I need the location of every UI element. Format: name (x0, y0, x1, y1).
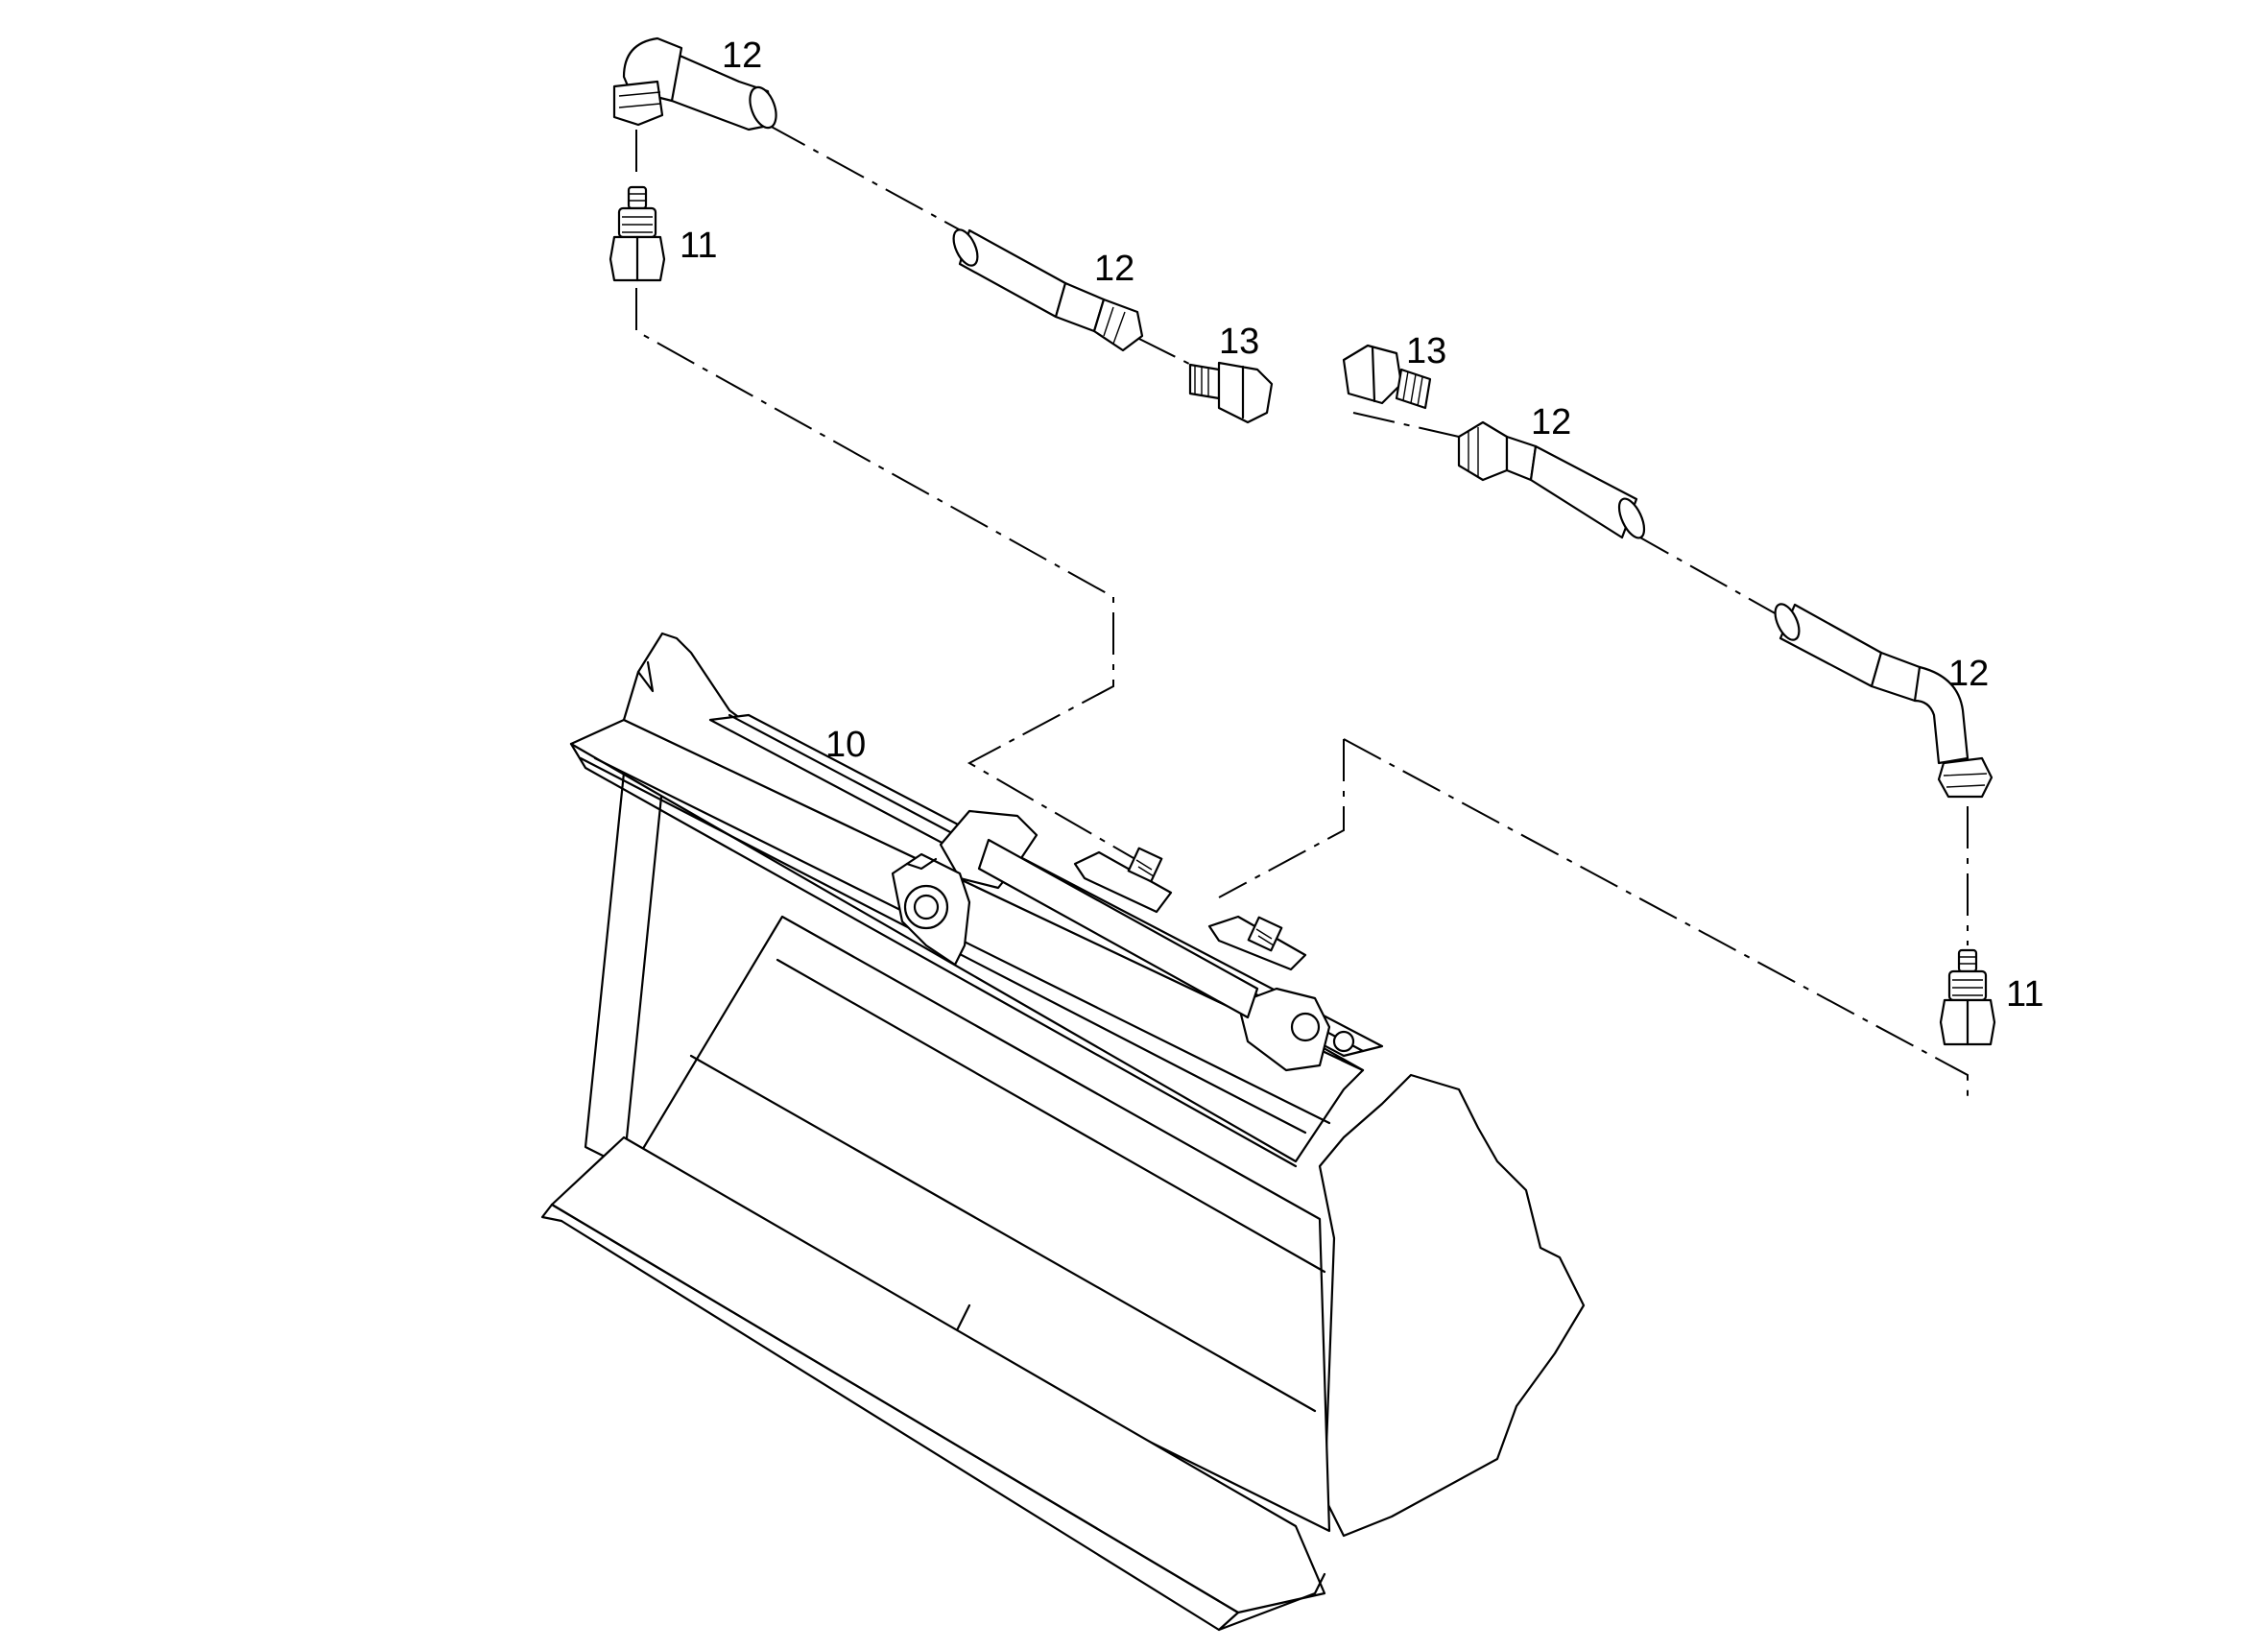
callout-11-right: 11 (2006, 974, 2043, 1015)
callout-12-right: 12 (1948, 654, 1989, 694)
callout-13-left: 13 (1219, 322, 1259, 362)
hose-mid-right: 12 (1457, 402, 1646, 539)
callout-12-mid-left: 12 (1094, 249, 1134, 289)
callout-12-top: 12 (722, 36, 762, 76)
leader-lines (635, 124, 1969, 1104)
coupling-right: 11 (1939, 948, 2043, 1046)
coupling-left: 11 (609, 185, 717, 282)
center-bracket (891, 852, 971, 967)
hose-mid-left: 12 (952, 228, 1144, 352)
callout-13-right: 13 (1406, 331, 1446, 371)
adapter-right: 13 (1342, 331, 1446, 410)
coupler-fitting-2 (1247, 916, 1283, 952)
callout-11-left: 11 (680, 226, 717, 266)
hose-top-elbow: 12 (612, 36, 777, 131)
callout-12-mid-right: 12 (1531, 402, 1571, 442)
bucket: 10 (540, 632, 1586, 1632)
hose-right-elbow: 12 (1774, 603, 1993, 799)
callout-10: 10 (825, 725, 866, 765)
adapter-left: 13 (1188, 322, 1274, 424)
coupler-fitting-1 (1127, 847, 1163, 883)
